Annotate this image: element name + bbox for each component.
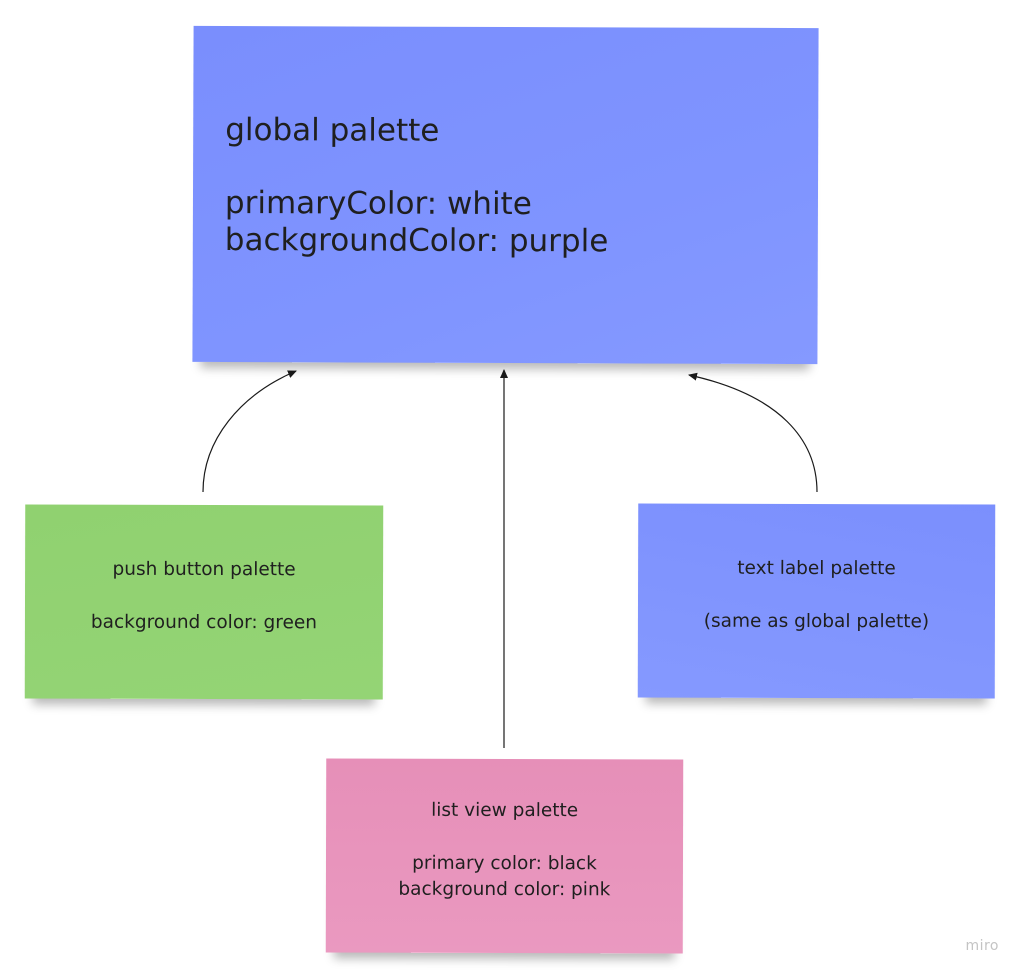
note-title: global palette bbox=[225, 112, 440, 149]
sticky-note-global-palette[interactable]: global palette primaryColor: white backg… bbox=[192, 25, 819, 365]
note-line: background color: pink bbox=[398, 878, 611, 901]
note-line: background color: green bbox=[90, 611, 318, 634]
connector-text-label-to-global[interactable] bbox=[688, 372, 818, 493]
note-line: backgroundColor: purple bbox=[224, 222, 609, 260]
sticky-note-text-label-palette[interactable]: text label palette (same as global palet… bbox=[637, 503, 996, 699]
miro-watermark: miro bbox=[965, 938, 999, 954]
note-line: primaryColor: white bbox=[224, 185, 532, 223]
note-title: list view palette bbox=[431, 799, 579, 822]
sticky-note-list-view-palette[interactable]: list view palette primary color: black b… bbox=[325, 758, 684, 954]
note-line: (same as global palette) bbox=[703, 610, 930, 633]
note-title: push button palette bbox=[112, 558, 296, 581]
note-line: primary color: black bbox=[412, 852, 597, 875]
note-title: text label palette bbox=[737, 557, 896, 580]
connector-push-button-to-global[interactable] bbox=[202, 370, 297, 493]
sticky-note-push-button-palette[interactable]: push button palette background color: gr… bbox=[24, 504, 384, 700]
